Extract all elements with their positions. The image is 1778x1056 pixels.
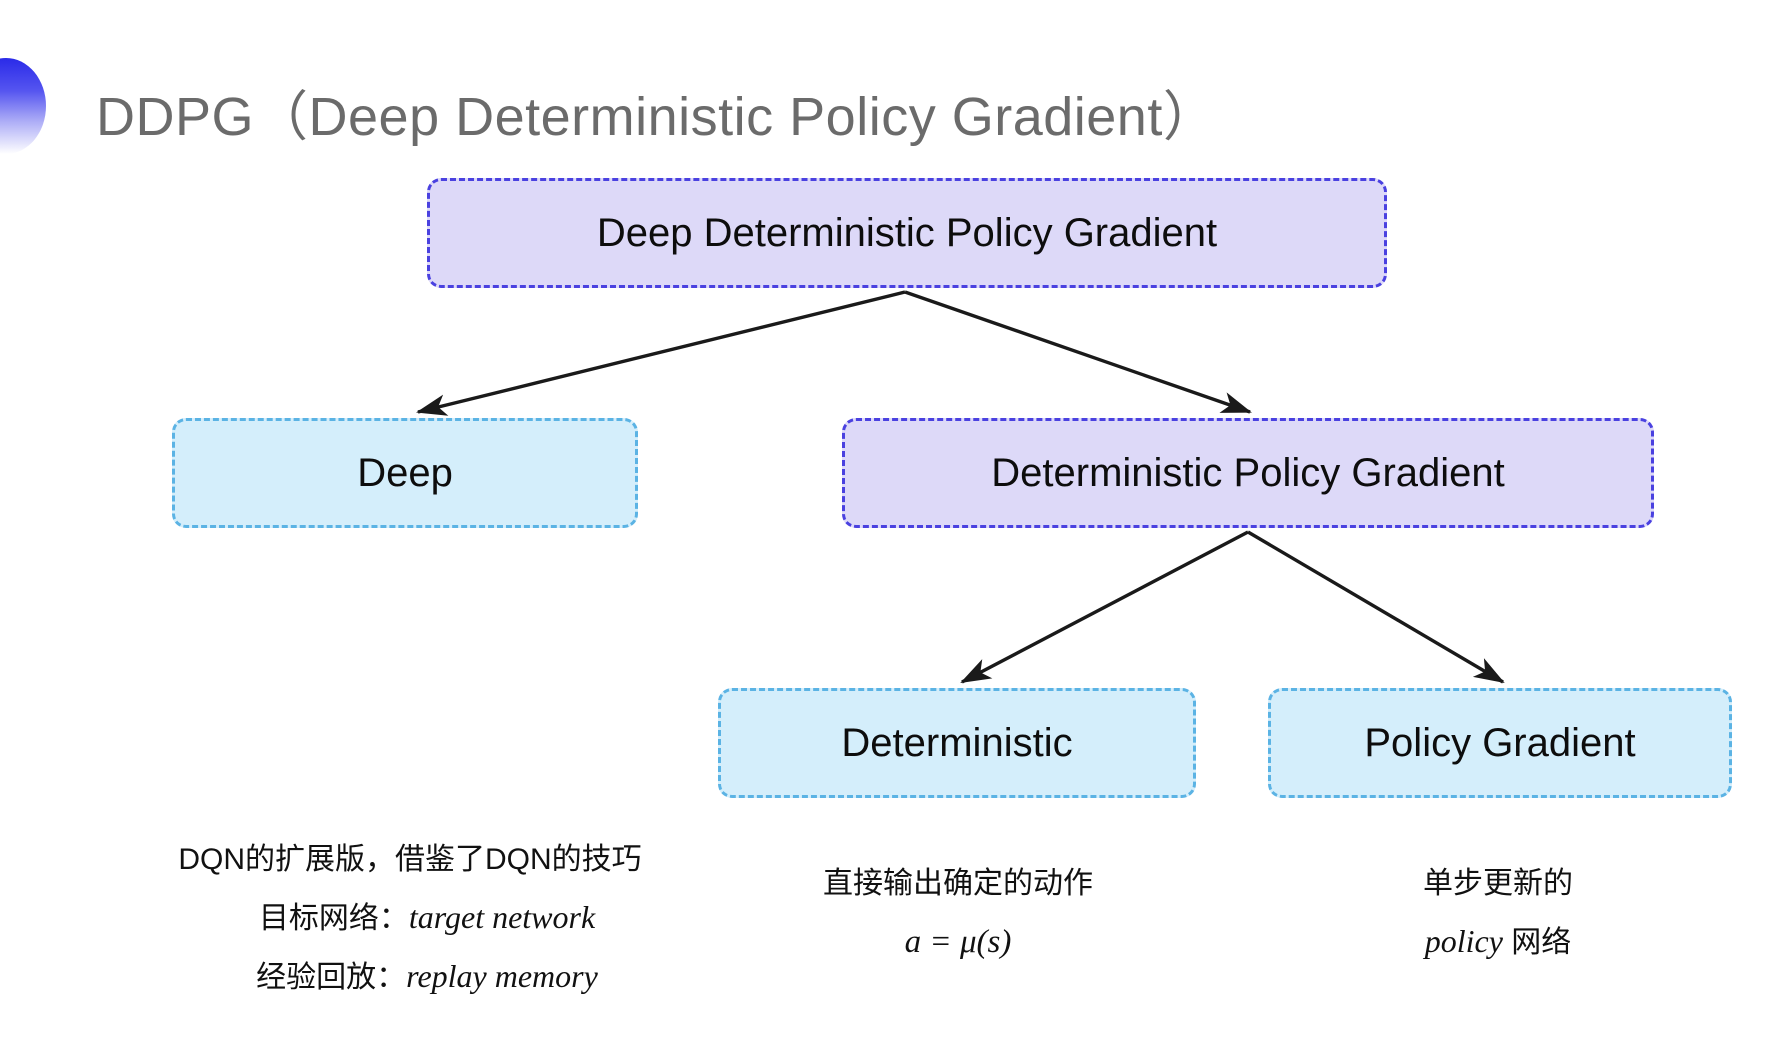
node-label: Deterministic: [841, 721, 1073, 765]
caption-policy-gradient: 单步更新的 policy 网络: [1288, 856, 1708, 971]
caption-deterministic-line-1: 直接输出确定的动作: [823, 867, 1093, 900]
node-deterministic-policy-gradient[interactable]: Deterministic Policy Gradient: [842, 418, 1654, 528]
node-label: Deep: [357, 451, 453, 495]
caption-policy-gradient-term: policy: [1424, 922, 1503, 959]
edge-dpg-to-deterministic: [960, 530, 1249, 684]
caption-policy-gradient-suffix: 网络: [1502, 925, 1572, 959]
edge-root-to-dpg: [904, 290, 1252, 414]
caption-deep-line-2-label: 目标网络：: [258, 901, 409, 935]
node-deterministic[interactable]: Deterministic: [718, 688, 1196, 798]
caption-deterministic: 直接输出确定的动作 a = μ(s): [738, 856, 1178, 973]
caption-deep-line-3: 经验回放：replay memory: [150, 947, 670, 1006]
node-deep[interactable]: Deep: [172, 418, 638, 528]
node-label: Deep Deterministic Policy Gradient: [596, 211, 1218, 255]
edge-root-to-deep: [416, 290, 906, 416]
node-label: Deterministic Policy Gradient: [991, 451, 1505, 495]
caption-deep-line-2-term: target network: [408, 898, 596, 935]
caption-deterministic-formula: a = μ(s): [904, 923, 1012, 960]
caption-deep-line-3-label: 经验回放：: [256, 960, 407, 994]
caption-policy-gradient-line-1: 单步更新的: [1423, 867, 1573, 900]
node-policy-gradient[interactable]: Policy Gradient: [1268, 688, 1732, 798]
caption-deep-line-3-term: replay memory: [406, 957, 598, 994]
caption-deep-line-2: 目标网络：target network: [150, 888, 670, 947]
page-title: DDPG（Deep Deterministic Policy Gradient）: [96, 87, 1218, 147]
node-label: Policy Gradient: [1364, 721, 1636, 765]
node-deep-deterministic-policy-gradient[interactable]: Deep Deterministic Policy Gradient: [427, 178, 1387, 288]
caption-deep-line-1: DQN的扩展版，借鉴了DQN的技巧: [178, 843, 642, 876]
edge-dpg-to-policy-gradient: [1247, 530, 1505, 684]
caption-deep: DQN的扩展版，借鉴了DQN的技巧 目标网络：target network 经验…: [150, 832, 670, 1006]
caption-policy-gradient-line-2: policy 网络: [1288, 912, 1708, 971]
gradient-half-circle-bullet-icon: [0, 58, 46, 154]
